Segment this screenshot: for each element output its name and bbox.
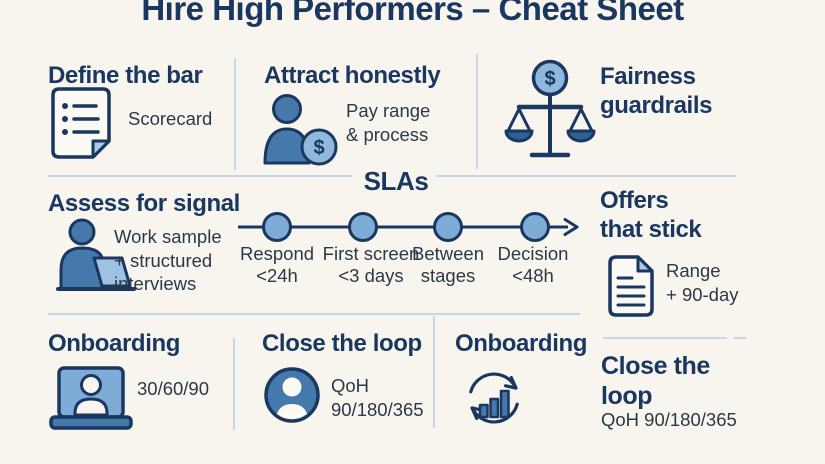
timeline-milestone: Between stages <box>383 243 513 287</box>
section-caption: Scorecard <box>128 108 213 129</box>
refresh-chart-icon <box>469 372 519 424</box>
divider <box>603 337 727 339</box>
milestone-label: Respond <box>239 243 315 264</box>
divider <box>48 313 580 315</box>
section-heading-close-the-loop: Close the loop <box>262 330 422 357</box>
section-heading-attract-honestly: Attract honestly <box>264 62 441 89</box>
svg-text:$: $ <box>313 137 324 159</box>
scorecard-icon <box>51 87 111 159</box>
divider <box>734 337 746 339</box>
milestone-label: Decision <box>497 243 569 264</box>
avatar-icon <box>264 367 320 423</box>
section-caption: Work sample + structured interviews <box>114 226 222 294</box>
section-caption: QoH 90/180/365 <box>601 409 737 430</box>
section-caption: Range + 90-day <box>666 260 739 305</box>
milestone-label: Between <box>412 243 484 264</box>
milestone-value: stages <box>420 265 476 286</box>
section-heading-onboarding-2: Onboarding <box>455 330 587 357</box>
section-heading-assess-for-signal: Assess for signal <box>48 190 240 217</box>
divider <box>436 175 736 177</box>
milestone-value: <24h <box>256 265 298 286</box>
page-title: Hire High Performers – Cheat Sheet <box>141 0 684 27</box>
scales-dollar-icon: $ <box>504 59 596 158</box>
section-heading-fairness-guardrails: Fairness guardrails <box>600 63 713 119</box>
laptop-user-icon <box>49 366 133 430</box>
person-laptop-icon <box>56 218 136 291</box>
divider <box>234 58 236 170</box>
timeline-milestone: Decision <48h <box>468 243 598 287</box>
section-heading-slas: SLAs <box>363 166 429 196</box>
divider <box>433 316 435 428</box>
section-heading-define-the-bar: Define the bar <box>48 62 203 89</box>
section-heading-onboarding: Onboarding <box>48 330 180 357</box>
section-caption: QoH 90/180/365 <box>331 375 424 420</box>
section-caption: 30/60/90 <box>137 378 210 399</box>
divider <box>48 175 352 177</box>
document-icon <box>608 255 654 317</box>
milestone-value: <3 days <box>338 265 404 286</box>
section-heading-offers-that-stick: Offers that stick <box>600 187 702 243</box>
milestone-value: <48h <box>512 265 554 286</box>
section-caption: Pay range & process <box>346 100 431 145</box>
divider <box>476 54 478 169</box>
person-dollar-icon: $ <box>263 94 338 166</box>
timeline-arrow-icon <box>238 212 579 242</box>
section-heading-close-the-loop-2: Close the loop <box>601 352 710 410</box>
divider <box>233 338 235 430</box>
svg-text:$: $ <box>544 68 555 90</box>
timeline-milestone: Respond <24h <box>212 243 342 287</box>
timeline-milestone: First screen <3 days <box>306 243 436 287</box>
milestone-label: First screen <box>322 243 420 264</box>
